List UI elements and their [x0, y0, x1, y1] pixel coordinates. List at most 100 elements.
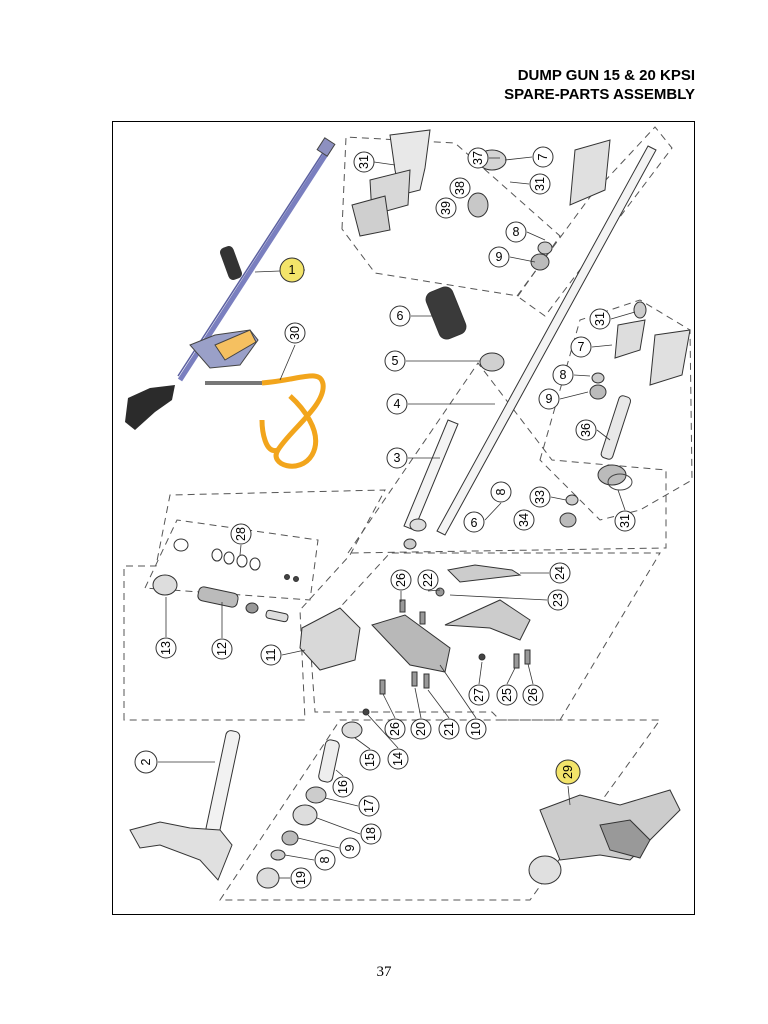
leader-33 [550, 496, 567, 501]
nozzle-boundary-right [516, 126, 673, 317]
callout-34: 34 [513, 509, 535, 531]
retainer-18 [292, 804, 318, 826]
callout-11: 11 [260, 644, 282, 666]
o-ring-28b [211, 548, 223, 562]
callout-31b: 31 [529, 173, 551, 195]
callout-4-text: 4 [394, 397, 401, 411]
callout-9a-text: 9 [496, 250, 503, 264]
callout-26c-text: 26 [388, 722, 402, 736]
o-ring-28e [249, 557, 261, 571]
callout-8c-text: 8 [494, 488, 508, 495]
pin-21 [423, 673, 430, 689]
callout-31d-text: 31 [618, 514, 632, 528]
grip-6 [425, 286, 467, 340]
leader-8d [284, 854, 315, 861]
trigger-10 [371, 614, 451, 673]
nut-9c [281, 830, 299, 846]
ball-28a [284, 574, 290, 580]
trigger-boundary [309, 552, 661, 721]
grip-parts [425, 286, 505, 372]
hose-assembly [205, 373, 326, 469]
callout-19-text: 19 [294, 871, 308, 885]
callout-11-text: 11 [264, 648, 278, 661]
callout-21-text: 21 [442, 722, 456, 736]
valve-pin [265, 609, 289, 623]
gun-assembly-29 [528, 789, 681, 885]
nut-9b [589, 384, 607, 400]
callout-31c: 31 [589, 308, 611, 330]
callout-16-text: 16 [336, 780, 350, 794]
piston-16 [318, 739, 340, 783]
callout-29: 29 [555, 759, 581, 785]
callout-37: 37 [467, 147, 489, 169]
leader-14 [367, 714, 399, 749]
o-ring-28a [173, 538, 189, 552]
washer-8 [537, 241, 553, 255]
trigger-guard-23 [444, 599, 531, 641]
valve-kit-parts [152, 538, 299, 623]
insert-31 [633, 301, 647, 319]
callout-29-text: 29 [561, 765, 575, 779]
callout-26b-text: 26 [526, 688, 540, 702]
nozzle-tip [649, 329, 691, 386]
nozzle-parts [351, 129, 691, 528]
t-handle-2 [129, 821, 233, 881]
washer-8b [591, 372, 605, 384]
leader-7b [591, 344, 613, 348]
lance-nozzle [316, 137, 336, 157]
callout-25: 25 [496, 684, 518, 706]
handle-parts [129, 708, 370, 889]
leader-26c [382, 693, 396, 719]
callout-17: 17 [358, 795, 380, 817]
callout-10: 10 [465, 718, 487, 740]
screw-26a2 [419, 611, 426, 625]
ball-28b [293, 576, 299, 582]
nozzle-hex [351, 195, 391, 237]
seal-17 [305, 786, 327, 804]
leader-16 [335, 769, 344, 777]
leader-30 [279, 344, 296, 381]
gun-body-boundary [219, 719, 661, 901]
callout-2: 2 [134, 750, 158, 774]
callout-8d-text: 8 [318, 856, 332, 863]
gun-inlet-29 [528, 855, 562, 885]
callout-23: 23 [547, 589, 569, 611]
callout-31b-text: 31 [533, 177, 547, 191]
leader-8a [526, 231, 546, 241]
long-lance-tube [436, 145, 657, 536]
nut-34 [559, 512, 577, 528]
callout-26a-text: 26 [394, 573, 408, 587]
gun-trigger-29 [599, 819, 651, 859]
lance-tube-edge [177, 147, 327, 377]
coupling [597, 464, 627, 486]
seal-kit-boundary [144, 519, 319, 601]
callout-5-text: 5 [392, 354, 399, 368]
callout-9c: 9 [463, 511, 485, 533]
callout-16: 16 [332, 776, 354, 798]
o-ring-28c [223, 551, 235, 565]
page-title: DUMP GUN 15 & 20 KPSI [517, 67, 695, 84]
callout-3-text: 3 [394, 451, 401, 465]
plug-13 [152, 574, 178, 596]
callout-8a: 8 [505, 221, 527, 243]
callout-28: 28 [230, 523, 252, 545]
callout-6-text: 6 [397, 309, 404, 323]
leader-31c [610, 311, 636, 320]
leader-7a [504, 156, 533, 161]
leader-20 [414, 687, 422, 719]
spring-14 [362, 708, 370, 716]
page-subtitle: SPARE-PARTS ASSEMBLY [504, 86, 695, 103]
callout-9d: 9 [339, 837, 361, 859]
callout-4: 4 [386, 393, 408, 415]
handle-tube-2 [205, 730, 241, 835]
callout-24: 24 [549, 562, 571, 584]
hose-end [259, 419, 279, 454]
leader-lines [158, 156, 636, 879]
nut-27 [478, 653, 486, 661]
leader-17 [324, 797, 359, 807]
washer-5 [479, 352, 505, 372]
callout-39: 39 [435, 197, 457, 219]
valve-seat [245, 602, 259, 614]
lance-ring [403, 538, 417, 550]
